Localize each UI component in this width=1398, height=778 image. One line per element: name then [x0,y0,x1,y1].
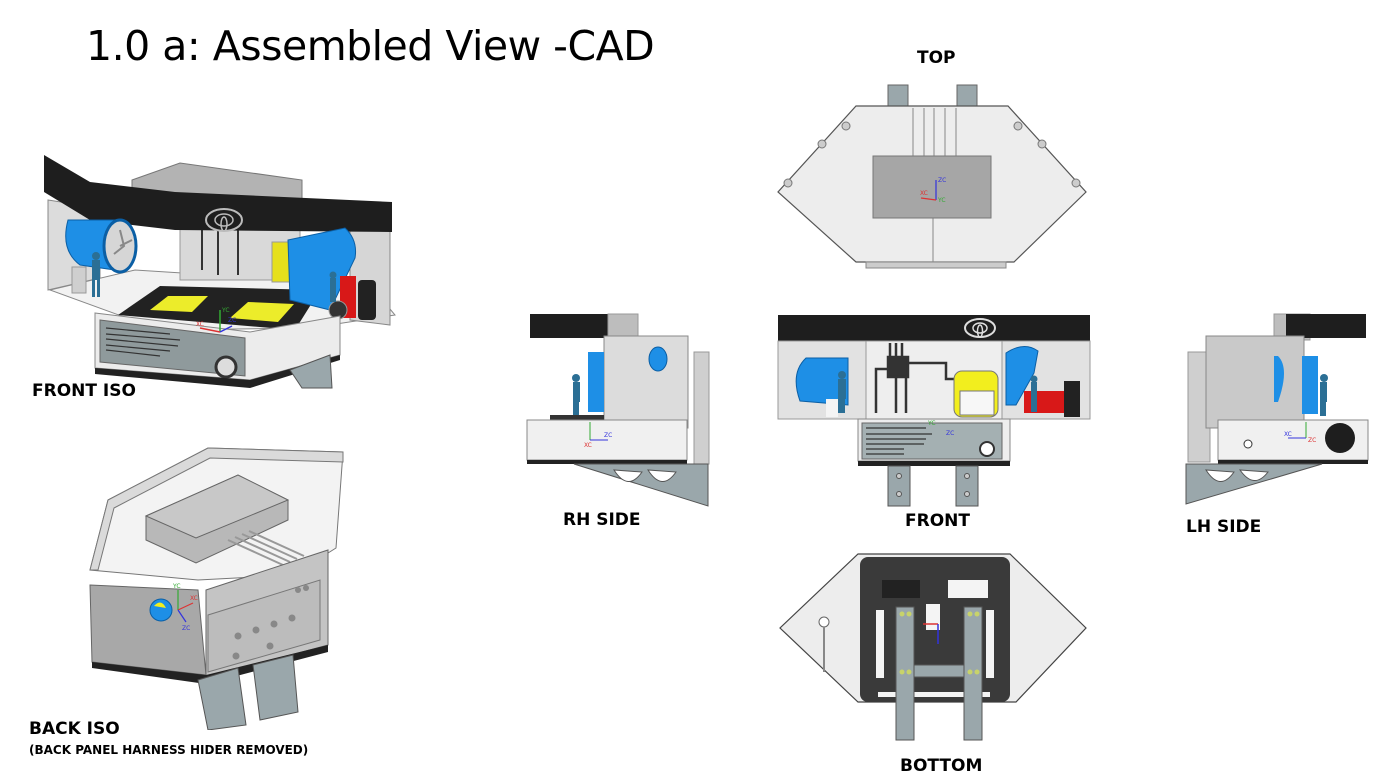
bottom-label: BOTTOM [900,756,983,776]
front-label: FRONT [905,511,970,531]
svg-text:ZC: ZC [182,625,190,632]
bracket-right [955,465,979,507]
tray-rim [89,447,344,571]
svg-text:ZC: ZC [1308,437,1316,444]
red-rack [1024,391,1064,413]
exhaust-port-icon [1325,423,1355,453]
rail-right [963,606,983,741]
svg-text:XC: XC [1284,431,1292,438]
dial-knob-icon [214,355,238,379]
toyota-logo-icon [205,208,243,232]
fan-right-icon [287,227,356,311]
seat-right [230,302,294,322]
front-view: ZC YC [777,315,1091,507]
banner [778,315,1090,341]
front-iso-view: XC YC ZC [44,155,396,389]
side-wall [1205,335,1305,429]
center-block [872,155,992,219]
info-placard [861,422,1003,460]
mount-bracket [289,354,333,389]
axis-triad-icon: XC ZC [584,422,612,449]
toyota-logo-icon [964,318,996,338]
front-iso-label: FRONT ISO [32,381,136,401]
svg-text:YC: YC [172,583,181,590]
fan-left-icon [65,218,138,274]
top-label: TOP [917,48,956,68]
mount-tab-right [956,84,978,108]
svg-text:ZC: ZC [228,317,236,324]
axis-triad-icon: XC YC ZC [172,583,198,632]
rh-side-view: XC ZC [526,313,710,507]
mount-tab-left [887,84,909,108]
back-iso-view: XC YC ZC [89,447,344,730]
banner [530,314,610,338]
svg-text:XC: XC [190,595,198,602]
access-port-icon [648,346,668,372]
axis-triad-icon: ZC XC YC [920,177,946,204]
bracket-left [197,667,247,730]
human-figure-icon [572,374,580,416]
cross-rail [913,664,965,678]
info-placard [99,319,246,377]
access-port-icon [149,598,173,622]
axis-label-z: ZC [946,430,954,437]
svg-text:ZC: ZC [938,177,946,184]
bracket-right [252,654,299,721]
banner [1286,314,1366,338]
slide-title: 1.0 a: Assembled View -CAD [86,22,655,70]
bracket-left [887,465,911,507]
svg-text:XC: XC [584,442,592,449]
tyre-stack [358,280,376,320]
back-iso-label: BACK ISO [29,719,120,739]
bottom-view [779,553,1087,741]
svg-text:XC: XC [920,190,928,197]
svg-text:YC: YC [937,197,946,204]
axis-label-y: YC [927,420,936,427]
svg-text:YC: YC [221,307,230,314]
axis-triad-icon: XC YC ZC [196,307,236,333]
svg-text:ZC: ZC [604,432,612,439]
seat-left [150,296,208,312]
mount-bracket [573,463,709,507]
rail-left [895,606,915,741]
human-figure-left-icon [92,252,100,297]
tyre-stack [1064,381,1080,417]
lh-side-label: LH SIDE [1186,517,1262,537]
lh-side-view: XC ZC [1185,313,1369,505]
human-figure-icon [838,371,846,413]
fan-icon [1274,356,1284,402]
banner [44,155,392,232]
fan-right-icon [1005,346,1039,406]
top-view: ZC XC YC [777,84,1087,269]
axis-triad-icon: XC ZC [1284,422,1316,444]
rh-side-label: RH SIDE [563,510,641,530]
harness-icon [874,343,956,413]
svg-text:XC: XC [196,321,204,328]
side-wall [603,335,689,429]
back-iso-note: (BACK PANEL HARNESS HIDER REMOVED) [29,743,309,757]
human-figure-icon [1320,374,1328,416]
dial-knob-icon [979,441,995,457]
axis-triad-icon [923,623,939,644]
